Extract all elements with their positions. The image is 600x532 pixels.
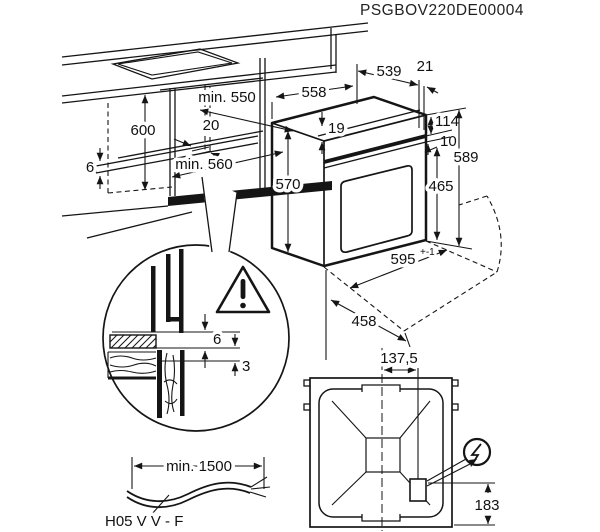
dim-cabinet-height: 600 (130, 122, 155, 139)
cable-drawing: min. 1500 H05 V V - F (102, 455, 271, 532)
dim-detail-gap-top: 6 (213, 331, 221, 348)
connection-box (409, 478, 427, 502)
dim-oven-front-width: 595 (390, 251, 415, 268)
rear-view-drawing: 137,5 183 (303, 347, 503, 531)
dim-oven-total-height: 589 (453, 149, 478, 166)
dim-oven-side-height: 570 (275, 176, 300, 193)
dim-oven-depth-top: 558 (301, 84, 326, 101)
dim-oven-panel-gap: 10 (440, 133, 457, 150)
dim-detail-gap-bottom: 3 (242, 358, 250, 375)
dim-oven-door-height: 465 (428, 178, 453, 195)
dim-oven-panel-height: 114 (435, 113, 459, 130)
detail-callout: 6 3 (102, 176, 290, 432)
dim-cable-length: min. 1500 (166, 458, 232, 475)
dim-oven-base-depth: 458 (351, 313, 376, 330)
dim-connection-offset: 137,5 (380, 350, 418, 367)
dim-cabinet-width: min. 560 (175, 156, 233, 173)
model-code-title: PSGBOV220DE00004 (360, 2, 524, 19)
oven-drawing: 19 570 558 539 21 114 10 589 465 5 (270, 55, 502, 360)
dim-cabinet-vent-gap: 20 (203, 117, 220, 134)
dim-oven-depth-body: 539 (376, 63, 401, 80)
dim-cabinet-depth: min. 550 (198, 89, 256, 106)
warning-icon (215, 265, 271, 314)
electrical-connection-icon (462, 437, 492, 467)
dim-oven-top-recess: 19 (328, 120, 345, 137)
dim-shelf-thickness: 6 (86, 159, 94, 176)
cable-type-label: H05 V V - F (105, 513, 183, 530)
dim-oven-front-width-tolerance: +-1 (420, 247, 435, 258)
dim-oven-door-offset: 21 (417, 58, 434, 75)
dim-connection-height: 183 (474, 497, 499, 514)
